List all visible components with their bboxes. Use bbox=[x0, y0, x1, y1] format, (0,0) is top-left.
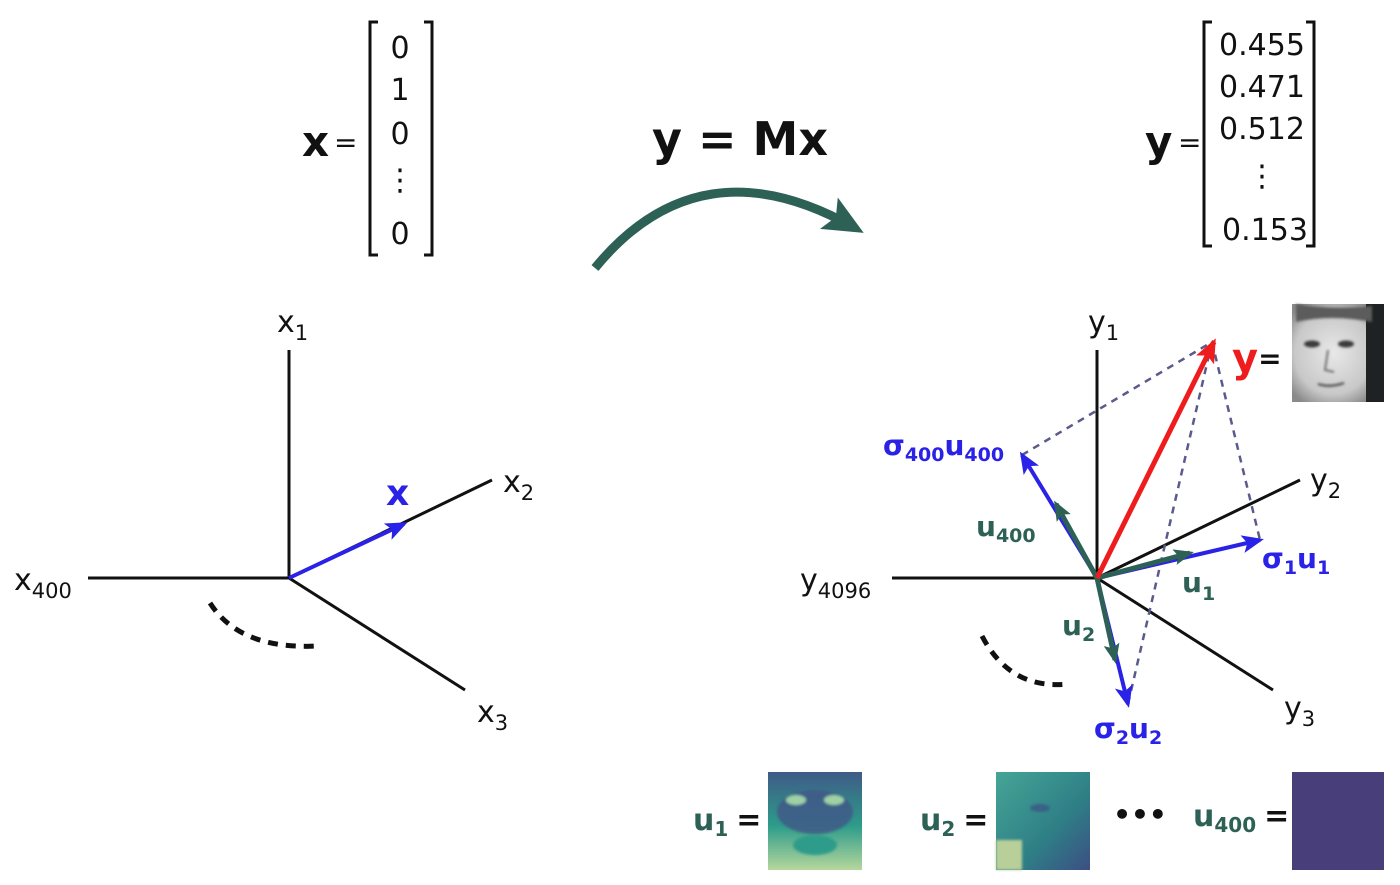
vector-u2 bbox=[1094, 577, 1120, 664]
axis-continuation-dash-right bbox=[979, 634, 1069, 688]
y-vector-left-bracket bbox=[1202, 20, 1212, 248]
label-y2: y2 bbox=[1310, 463, 1341, 503]
label-sigma2-u2: σ2u2 bbox=[1094, 712, 1162, 749]
axis-continuation-dash bbox=[207, 601, 319, 649]
axis-y2 bbox=[1096, 478, 1301, 580]
basis-u400-image bbox=[1292, 772, 1384, 870]
y-vector-name: y bbox=[1145, 117, 1172, 166]
vector-u1 bbox=[1096, 549, 1194, 581]
x-entry-last: 0 bbox=[390, 217, 409, 252]
label-x2: x2 bbox=[503, 465, 534, 505]
y-vector-right-bracket bbox=[1306, 20, 1316, 248]
label-u400: u400 bbox=[976, 510, 1036, 547]
input-vector-label: x bbox=[386, 473, 409, 514]
label-y4096: y4096 bbox=[800, 563, 871, 603]
y-entry-2: 0.471 bbox=[1219, 70, 1305, 105]
label-y-face: y= bbox=[1232, 336, 1282, 382]
basis-u1-image bbox=[768, 772, 862, 870]
output-space-axes: y1 y2 y3 y4096 σ400u400 u400 σ1u1 u1 u2 … bbox=[800, 304, 1384, 749]
y-vector-definition: y = 0.455 0.471 0.512 ⋮ 0.153 bbox=[1145, 20, 1316, 248]
basis-u2-image bbox=[996, 772, 1090, 870]
x-entry-dots: ⋮ bbox=[385, 163, 415, 198]
y-entry-dots: ⋮ bbox=[1247, 159, 1277, 194]
label-sigma400-u400: σ400u400 bbox=[883, 429, 1004, 466]
label-y3: y3 bbox=[1284, 691, 1315, 731]
label-u1: u1 bbox=[1182, 566, 1215, 605]
x-vector-equals: = bbox=[334, 126, 357, 159]
label-u2: u2 bbox=[1062, 609, 1095, 646]
label-x3: x3 bbox=[477, 695, 508, 735]
transform-arrow bbox=[591, 187, 864, 271]
axis-x3 bbox=[288, 576, 466, 692]
x-vector-right-bracket bbox=[424, 20, 434, 257]
y-entry-last: 0.153 bbox=[1222, 213, 1308, 248]
vector-u400 bbox=[1053, 500, 1100, 580]
y-vector-equals: = bbox=[1178, 126, 1201, 159]
face-image bbox=[1292, 304, 1384, 402]
x-entry-1: 0 bbox=[390, 31, 409, 66]
y-entry-3: 0.512 bbox=[1219, 112, 1305, 147]
label-y1: y1 bbox=[1088, 305, 1119, 345]
x-vector-name: x bbox=[302, 117, 329, 166]
axis-y3 bbox=[1096, 576, 1274, 692]
x-entry-2: 1 bbox=[390, 73, 409, 108]
basis-u2-label: u2= bbox=[920, 803, 988, 841]
basis-u400-label: u400= bbox=[1193, 799, 1289, 837]
x-vector-definition: x = 0 1 0 ⋮ 0 bbox=[302, 20, 434, 257]
equation-title: y = Mx bbox=[652, 112, 828, 166]
y-entry-1: 0.455 bbox=[1219, 28, 1305, 63]
projection-dashed-line-u2 bbox=[1126, 341, 1214, 705]
label-x1: x1 bbox=[277, 305, 308, 345]
label-x400: x400 bbox=[14, 563, 72, 603]
input-vector-x bbox=[288, 522, 408, 580]
label-sigma1-u1: σ1u1 bbox=[1262, 542, 1330, 579]
input-space-axes: x1 x2 x3 x400 x bbox=[14, 305, 534, 735]
basis-u1-label: u1= bbox=[693, 803, 761, 841]
output-vector-y bbox=[1094, 338, 1217, 580]
x-entry-3: 0 bbox=[390, 117, 409, 152]
x-vector-left-bracket bbox=[368, 20, 378, 257]
basis-ellipsis: ••• bbox=[1113, 798, 1167, 831]
basis-image-row: u1= u2= ••• u400= bbox=[693, 772, 1384, 870]
